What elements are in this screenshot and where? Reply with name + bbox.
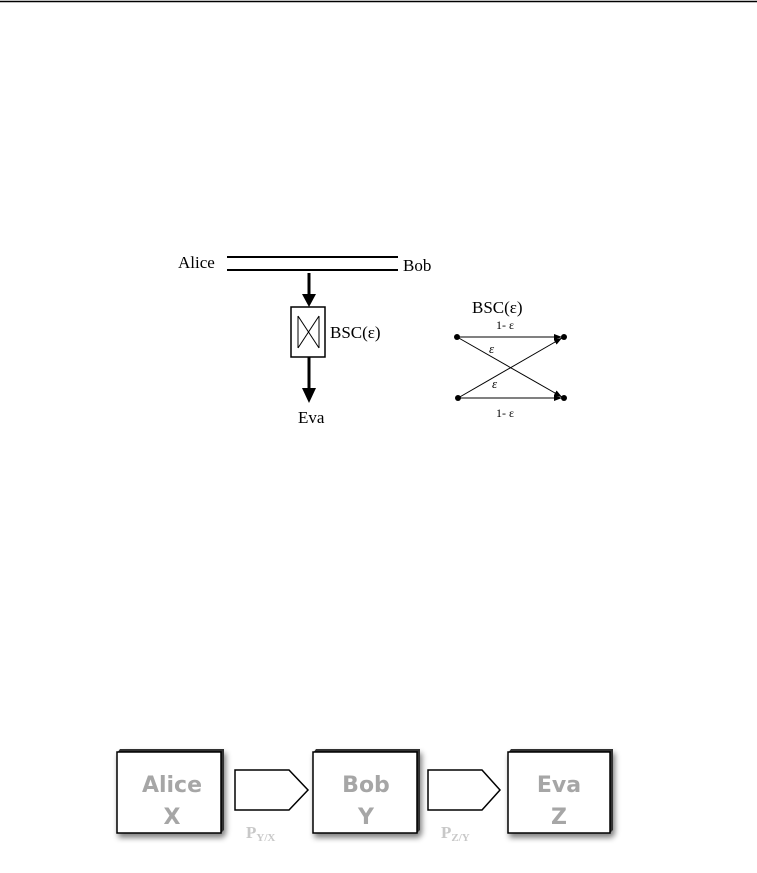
bsc-title: BSC(ε) (472, 298, 523, 317)
markov-chain-diagram: Alice X PY/X Bob Y PZ/Y Eva Z (116, 749, 613, 844)
alice-box-var: X (164, 805, 181, 830)
wiretap-diagram: Alice Bob BSC(ε) Eva (178, 253, 431, 427)
bsc-box-icon (297, 315, 320, 349)
edge-1-1-label: 1- ε (496, 406, 514, 420)
eva-box-var: Z (551, 805, 567, 830)
bob-box (312, 749, 420, 834)
alice-box-name: Alice (142, 773, 202, 798)
bob-box-name: Bob (342, 773, 390, 798)
tap-arrow-head (302, 294, 316, 307)
edge-0-1 (456, 336, 563, 398)
alice-box (116, 749, 224, 834)
bob-box-var: Y (357, 805, 375, 830)
eva-label: Eva (298, 408, 325, 427)
eva-box-name: Eva (537, 773, 581, 798)
bsc-transition-diagram: BSC(ε) 1- ε ε ε 1- ε (454, 298, 567, 420)
edge-1-0-label: ε (492, 376, 498, 391)
eva-box (507, 749, 613, 834)
bsc-label: BSC(ε) (330, 323, 381, 342)
output-node-1 (561, 395, 567, 401)
edge-0-0-label: 1- ε (496, 318, 514, 332)
p-yx-label: PY/X (246, 823, 275, 844)
edge-0-1-label: ε (489, 341, 495, 356)
arrow-p-zy (427, 769, 502, 811)
bob-label: Bob (403, 256, 431, 275)
edge-1-0 (457, 337, 563, 399)
arrow-p-yx (234, 769, 310, 811)
p-zy-label: PZ/Y (441, 823, 470, 844)
alice-label: Alice (178, 253, 215, 272)
eva-arrow-head (302, 388, 316, 403)
output-node-0 (561, 334, 567, 340)
